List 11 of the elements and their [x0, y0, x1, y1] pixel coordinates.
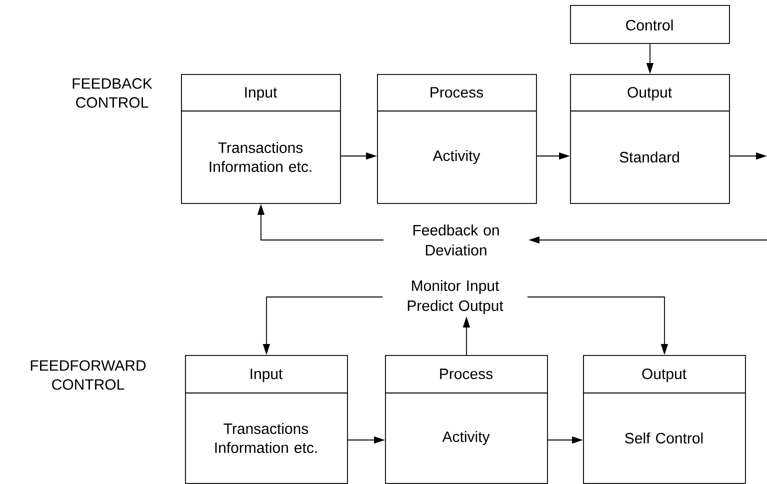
flow-label: Monitor Input Predict Output — [408, 280, 504, 314]
process-box: Output Self Control — [582, 355, 746, 484]
process-box: Input Transactions Information etc. — [184, 355, 348, 484]
process-box: Process Activity — [376, 74, 537, 204]
row-title: FEEDFORWARD CONTROL — [30, 360, 146, 390]
flow-label: Feedback on Deviation — [413, 224, 499, 256]
process-box: Input Transactions Information etc. — [180, 74, 341, 204]
row-title: FEEDBACK CONTROL — [72, 78, 152, 108]
process-box: Control — [570, 5, 730, 44]
process-box: Output Standard — [570, 74, 730, 204]
process-box: Process Activity — [384, 355, 548, 484]
